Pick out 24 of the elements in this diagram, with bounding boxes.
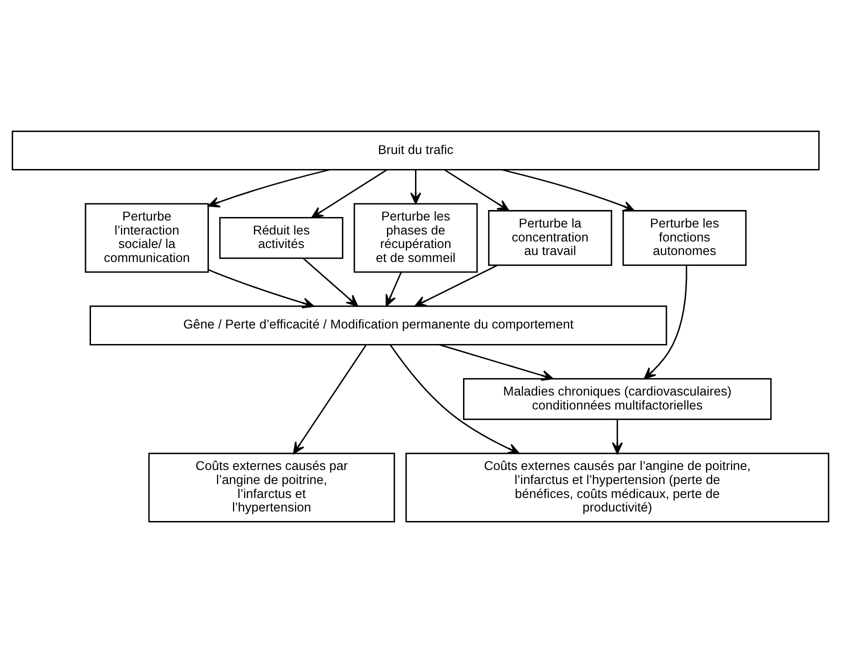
arrow xyxy=(208,269,314,308)
arrow xyxy=(410,170,422,204)
node-box: Coûts externes causés par l’angine de poitrine, l’infarctus et l’hypertension xyxy=(148,452,396,522)
node-box: Coûts externes causés par l’angine de poitrine, l’infarctus et l’hypertension (perte de bénéfices, coûts médicaux, perte de productivité) xyxy=(405,452,830,522)
arrow xyxy=(502,169,635,212)
node-box: Réduit les activités xyxy=(219,216,344,259)
node-box: Perturbe l’interaction sociale/ la communication xyxy=(84,203,209,273)
node-box: Perturbe la concentration au travail xyxy=(488,210,612,266)
node-box: Perturbe les phases de récupération et de sommeil xyxy=(354,203,478,273)
arrow xyxy=(414,264,498,307)
arrow xyxy=(390,344,520,454)
node-box: Bruit du trafic xyxy=(12,130,820,170)
arrow xyxy=(439,344,554,381)
arrow xyxy=(293,344,367,454)
arrow xyxy=(612,420,623,454)
node-box: Maladies chroniques (cardiovasculaires) conditionnées multifactorielles xyxy=(463,378,772,420)
node-box: Gêne / Perte d’efficacité / Modification permanente du comportement xyxy=(90,306,668,346)
node-box: Perturbe les fonctions autonomes xyxy=(622,210,747,266)
arrow xyxy=(208,169,330,208)
arrow xyxy=(644,266,688,380)
arrow xyxy=(311,169,388,218)
arrow xyxy=(444,169,510,212)
arrow xyxy=(302,258,358,307)
arrow xyxy=(386,272,402,307)
